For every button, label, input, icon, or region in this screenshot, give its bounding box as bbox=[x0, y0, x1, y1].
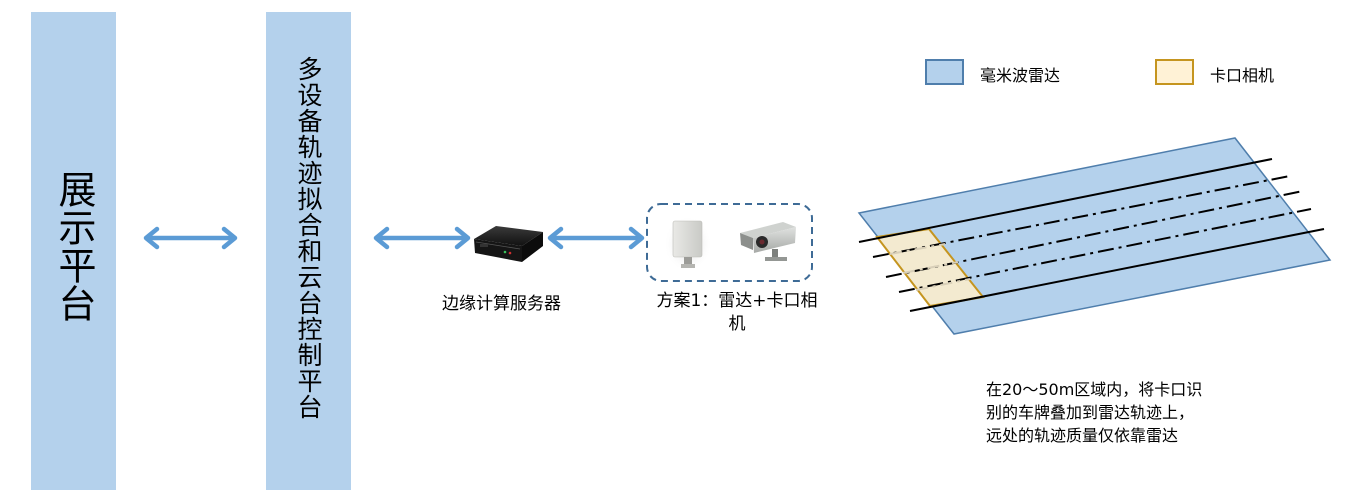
camera-icon bbox=[740, 222, 796, 261]
radar-zone-swatch bbox=[925, 59, 964, 85]
radar-icon bbox=[664, 216, 712, 272]
arrow-display-fusion bbox=[143, 226, 238, 250]
note-line: 远处的轨迹质量仅依靠雷达 bbox=[986, 426, 1179, 445]
note-line: 别的车牌叠加到雷达轨迹上， bbox=[986, 403, 1195, 422]
edge-server-label: 边缘计算服务器 bbox=[442, 294, 561, 314]
plan-label: 方案1：雷达+卡口相机 bbox=[656, 291, 818, 334]
legend-camera-label: 卡口相机 bbox=[1210, 66, 1275, 85]
note-text: 在20～50m区域内，将卡口识 别的车牌叠加到雷达轨迹上， 远处的轨迹质量仅依靠… bbox=[986, 378, 1256, 447]
sensor-group-box bbox=[646, 203, 813, 282]
display-platform-label: 展示平台 bbox=[52, 170, 96, 322]
note-line: 在20～50m区域内，将卡口识 bbox=[986, 380, 1203, 399]
arrow-fusion-server bbox=[373, 226, 471, 250]
lane-edge-bottom bbox=[909, 228, 1325, 312]
camera-zone-swatch bbox=[1155, 59, 1194, 85]
arrow-server-sensors bbox=[547, 226, 645, 250]
legend-radar-label: 毫米波雷达 bbox=[980, 66, 1061, 85]
display-platform-panel: 展示平台 bbox=[31, 12, 116, 490]
lane-divider-3 bbox=[898, 208, 1312, 293]
fusion-platform-panel: 多设备轨迹拟合和云台控制平台 bbox=[266, 12, 351, 490]
fusion-platform-label: 多设备轨迹拟合和云台控制平台 bbox=[294, 56, 323, 420]
edge-server-icon bbox=[474, 226, 543, 262]
lane-edge-top bbox=[858, 158, 1273, 243]
